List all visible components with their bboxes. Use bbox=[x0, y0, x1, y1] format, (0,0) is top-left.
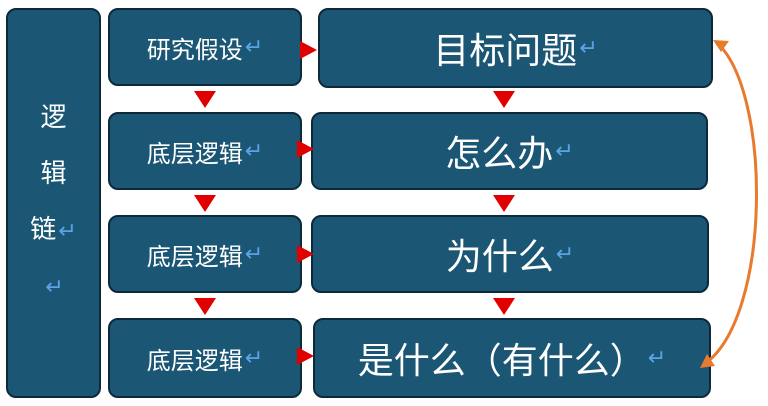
down-arrow-icon bbox=[194, 195, 216, 212]
hypothesis-label: 研究假设 bbox=[146, 35, 243, 64]
why-box: 为什么↵ bbox=[311, 215, 709, 293]
return-mark: ↵ bbox=[244, 241, 264, 267]
return-mark: ↵ bbox=[244, 34, 264, 60]
what-label: 是什么（有什么） bbox=[357, 341, 646, 382]
logic-chain-char: 逻 bbox=[40, 103, 67, 133]
logic-box-2: 底层逻辑↵ bbox=[108, 215, 302, 293]
down-arrow-icon bbox=[194, 91, 216, 108]
return-mark: ↵ bbox=[647, 345, 667, 371]
hypothesis-box: 研究假设↵ bbox=[108, 8, 302, 86]
logic-label: 底层逻辑 bbox=[146, 346, 243, 375]
down-arrow-icon bbox=[493, 91, 515, 108]
target-question-box: 目标问题↵ bbox=[318, 8, 713, 88]
right-arrow-icon bbox=[297, 347, 314, 365]
return-mark: ↵ bbox=[555, 138, 574, 164]
right-arrow-icon bbox=[297, 245, 314, 263]
down-arrow-icon bbox=[493, 195, 515, 212]
return-mark: ↵ bbox=[579, 35, 598, 61]
why-label: 为什么 bbox=[445, 237, 554, 278]
right-arrow-icon bbox=[297, 140, 314, 158]
return-mark: ↵ bbox=[58, 219, 77, 244]
return-mark: ↵ bbox=[244, 138, 264, 164]
logic-box-3: 底层逻辑↵ bbox=[108, 318, 302, 398]
down-arrow-icon bbox=[194, 298, 216, 315]
return-mark: ↵ bbox=[555, 241, 575, 267]
logic-chain-char: 辑 bbox=[40, 159, 67, 189]
logic-chain-char: 链↵ bbox=[30, 215, 77, 245]
target-question-label: 目标问题 bbox=[433, 31, 578, 72]
return-mark: ↵ bbox=[45, 275, 64, 300]
logic-label: 底层逻辑 bbox=[146, 139, 243, 168]
return-mark: ↵ bbox=[244, 345, 264, 371]
down-arrow-icon bbox=[493, 298, 515, 315]
right-arrow-icon bbox=[300, 41, 317, 59]
how-label: 怎么办 bbox=[445, 134, 554, 175]
logic-label: 底层逻辑 bbox=[146, 242, 243, 271]
logic-chain-box: 逻 辑 链↵ ↵ bbox=[6, 8, 101, 398]
how-box: 怎么办↵ bbox=[311, 112, 708, 190]
logic-box-1: 底层逻辑↵ bbox=[108, 112, 302, 190]
what-box: 是什么（有什么）↵ bbox=[313, 318, 711, 398]
